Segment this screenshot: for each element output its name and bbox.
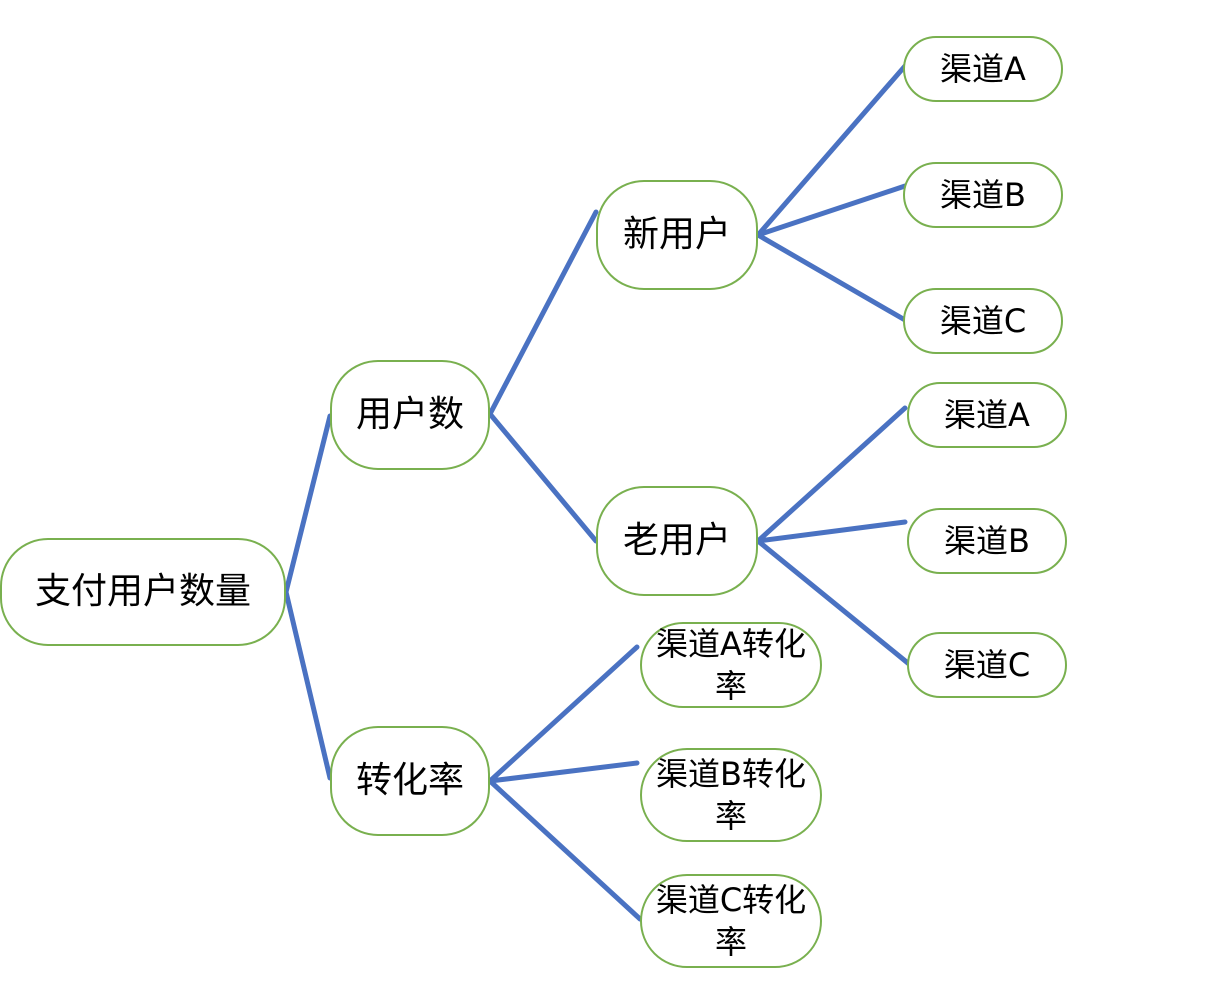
edge-new-users-channel-a: [755, 63, 908, 238]
edge-root-conversion: [283, 589, 333, 781]
old-users-node: 老用户: [596, 486, 758, 596]
conversion-node-label: 转化率: [355, 760, 464, 802]
edge-root-users: [283, 413, 333, 595]
new-users-channel-c-label: 渠道C: [939, 301, 1027, 340]
conversion-channel-c-label: 渠道C转化率: [655, 881, 807, 961]
old-users-channel-c-node: 渠道C: [907, 632, 1067, 698]
conversion-channel-b-node: 渠道B转化率: [640, 748, 822, 842]
conversion-channel-a-node: 渠道A转化率: [640, 622, 822, 708]
old-users-channel-a-label: 渠道A: [944, 395, 1030, 434]
conversion-channel-a-label: 渠道A转化率: [656, 625, 806, 705]
old-users-channel-a-node: 渠道A: [907, 382, 1067, 448]
conversion-node: 转化率: [330, 726, 490, 836]
edge-conversion-channel-c: [487, 778, 643, 922]
new-users-channel-a-label: 渠道A: [940, 49, 1026, 88]
new-users-channel-b-node: 渠道B: [903, 162, 1063, 228]
new-users-channel-a-node: 渠道A: [903, 36, 1063, 102]
old-users-channel-c-label: 渠道C: [943, 645, 1031, 684]
old-users-channel-b-label: 渠道B: [944, 521, 1030, 560]
users-node: 用户数: [330, 360, 490, 470]
edge-conversion-channel-b: [487, 760, 640, 784]
edge-old-users-channel-c: [755, 538, 912, 667]
root-node-label: 支付用户数量: [34, 571, 251, 613]
new-users-channel-c-node: 渠道C: [903, 288, 1063, 354]
root-node: 支付用户数量: [0, 538, 286, 646]
old-users-node-label: 老用户: [622, 520, 731, 562]
new-users-node-label: 新用户: [622, 214, 731, 256]
edge-users-new-users: [487, 209, 599, 417]
users-node-label: 用户数: [355, 394, 464, 436]
new-users-node: 新用户: [596, 180, 758, 290]
edge-new-users-channel-b: [755, 183, 908, 238]
conversion-channel-b-label: 渠道B转化率: [656, 755, 806, 835]
edge-users-old-users: [487, 411, 599, 544]
edge-old-users-channel-b: [755, 519, 908, 544]
old-users-channel-b-node: 渠道B: [907, 508, 1067, 574]
edge-old-users-channel-a: [755, 405, 908, 544]
conversion-channel-c-node: 渠道C转化率: [640, 874, 822, 968]
edge-conversion-channel-a: [487, 644, 640, 784]
edge-new-users-channel-c: [755, 232, 908, 323]
new-users-channel-b-label: 渠道B: [940, 175, 1026, 214]
